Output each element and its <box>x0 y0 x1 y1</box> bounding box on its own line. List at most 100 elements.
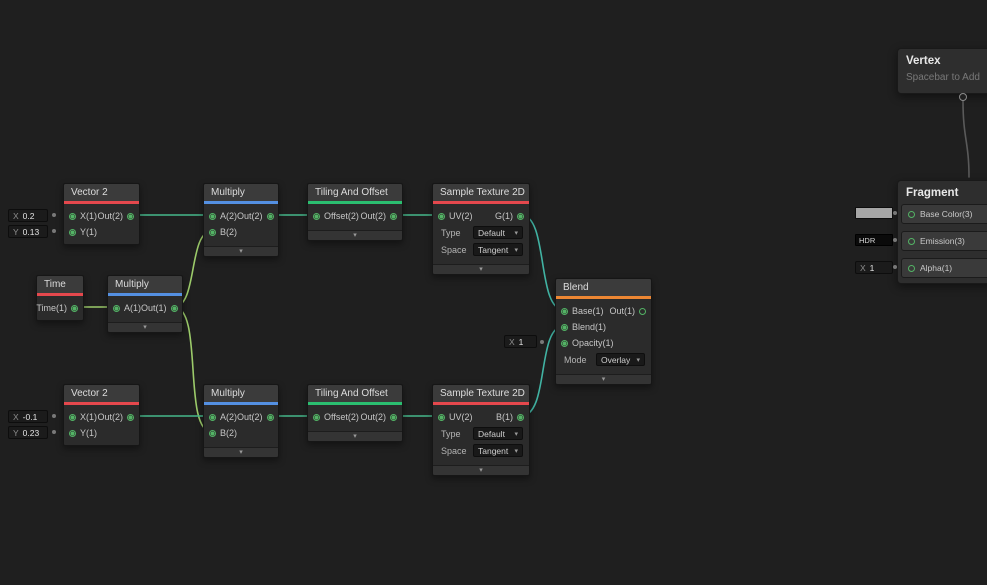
port-dot-icon[interactable] <box>390 212 397 220</box>
output-port-out[interactable]: Out(1) <box>141 303 178 313</box>
port-dot-icon[interactable] <box>209 228 216 236</box>
port-dot-icon[interactable] <box>517 413 524 421</box>
output-port-out[interactable]: Out(1) <box>609 306 646 316</box>
float-input-vec2bot-x[interactable]: X-0.1 <box>8 410 48 423</box>
node-vector2-top[interactable]: Vector 2 X(1) Out(2) Y(1) <box>63 183 140 245</box>
port-dot-icon[interactable] <box>908 237 915 245</box>
output-port-time[interactable]: Time(1) <box>36 303 78 313</box>
port-dot-icon[interactable] <box>313 413 320 421</box>
port-dot-icon[interactable] <box>908 264 915 272</box>
port-dot-icon[interactable] <box>209 212 216 220</box>
port-dot-icon[interactable] <box>113 304 120 312</box>
collapse-chevron-icon[interactable]: ▾ <box>204 447 278 457</box>
port-dot-icon[interactable] <box>438 413 445 421</box>
space-dropdown[interactable]: Tangent▾ <box>473 444 523 457</box>
input-port-opacity[interactable]: Opacity(1) <box>561 338 614 348</box>
node-time[interactable]: Time Time(1) <box>36 275 84 321</box>
input-port-a[interactable]: A(2) <box>209 211 237 221</box>
output-port-out[interactable]: Out(2) <box>97 211 134 221</box>
port-dot-icon[interactable] <box>209 413 216 421</box>
collapse-chevron-icon[interactable]: ▾ <box>204 246 278 256</box>
type-dropdown[interactable]: Default▾ <box>473 226 523 239</box>
port-dot-icon[interactable] <box>561 323 568 331</box>
port-dot-icon[interactable] <box>438 212 445 220</box>
node-tiling-offset-bottom[interactable]: Tiling And Offset Offset(2) Out(2) ▾ <box>307 384 403 442</box>
input-port-blend[interactable]: Blend(1) <box>561 322 606 332</box>
type-dropdown[interactable]: Default▾ <box>473 427 523 440</box>
mode-dropdown[interactable]: Overlay▾ <box>596 353 645 366</box>
node-blend[interactable]: Blend Base(1) Out(1) Blend(1) Opacity(1)… <box>555 278 652 385</box>
input-port-x[interactable]: X(1) <box>69 211 97 221</box>
port-dot-icon[interactable] <box>127 413 134 421</box>
node-vector2-bottom[interactable]: Vector 2 X(1) Out(2) Y(1) <box>63 384 140 446</box>
collapse-chevron-icon[interactable]: ▾ <box>308 431 402 441</box>
emission-hdr-field[interactable]: HDR <box>855 234 893 246</box>
node-multiply-bottom[interactable]: Multiply A(2) Out(2) B(2) ▾ <box>203 384 279 458</box>
port-dot-icon[interactable] <box>639 307 646 315</box>
port-dot-icon[interactable] <box>561 339 568 347</box>
collapse-chevron-icon[interactable]: ▾ <box>433 264 529 274</box>
block-base-color[interactable]: Base Color(3) <box>901 204 987 224</box>
input-port-base[interactable]: Base(1) <box>561 306 604 316</box>
node-color-strip <box>37 293 83 296</box>
port-dot-icon[interactable] <box>313 212 320 220</box>
output-port-out[interactable]: Out(2) <box>360 211 397 221</box>
node-tiling-offset-top[interactable]: Tiling And Offset Offset(2) Out(2) ▾ <box>307 183 403 241</box>
output-port-b[interactable]: B(1) <box>496 412 524 422</box>
port-dot-icon[interactable] <box>908 210 915 218</box>
collapse-chevron-icon[interactable]: ▾ <box>433 465 529 475</box>
space-dropdown[interactable]: Tangent▾ <box>473 243 523 256</box>
input-port-b[interactable]: B(2) <box>209 428 237 438</box>
input-port-x[interactable]: X(1) <box>69 412 97 422</box>
output-port-out[interactable]: Out(2) <box>97 412 134 422</box>
port-dot-icon[interactable] <box>69 228 76 236</box>
port-dot-icon[interactable] <box>266 212 274 220</box>
port-dot-icon[interactable] <box>69 413 76 421</box>
port-dot-icon[interactable] <box>390 413 397 421</box>
node-sample-texture-top[interactable]: Sample Texture 2D UV(2) G(1) Type Defaul… <box>432 183 530 275</box>
collapse-chevron-icon[interactable]: ▾ <box>556 374 651 384</box>
port-dot-icon[interactable] <box>561 307 568 315</box>
fragment-context[interactable]: Fragment Base Color(3) Emission(3) Alpha… <box>897 180 987 284</box>
port-dot-icon[interactable] <box>170 304 178 312</box>
output-port-g[interactable]: G(1) <box>495 211 524 221</box>
input-port-offset[interactable]: Offset(2) <box>313 412 359 422</box>
input-port-uv[interactable]: UV(2) <box>438 211 473 221</box>
chevron-down-icon: ▾ <box>514 229 518 237</box>
input-port-uv[interactable]: UV(2) <box>438 412 473 422</box>
block-alpha[interactable]: Alpha(1) <box>901 258 987 278</box>
input-port-a[interactable]: A(2) <box>209 412 237 422</box>
collapse-chevron-icon[interactable]: ▾ <box>308 230 402 240</box>
collapse-chevron-icon[interactable]: ▾ <box>108 322 182 332</box>
input-port-offset[interactable]: Offset(2) <box>313 211 359 221</box>
node-sample-texture-bottom[interactable]: Sample Texture 2D UV(2) B(1) Type Defaul… <box>432 384 530 476</box>
output-port-out[interactable]: Out(2) <box>360 412 397 422</box>
output-port-out[interactable]: Out(2) <box>237 211 274 221</box>
port-dot-icon[interactable] <box>71 304 78 312</box>
port-dot-icon[interactable] <box>69 212 76 220</box>
node-multiply-top[interactable]: Multiply A(2) Out(2) B(2) ▾ <box>203 183 279 257</box>
port-dot-icon[interactable] <box>127 212 134 220</box>
port-dot-icon[interactable] <box>69 429 76 437</box>
block-emission[interactable]: Emission(3) <box>901 231 987 251</box>
input-port-y[interactable]: Y(1) <box>69 227 97 237</box>
input-port-y[interactable]: Y(1) <box>69 428 97 438</box>
widget-connector-dot <box>52 229 56 233</box>
port-dot-icon[interactable] <box>209 429 216 437</box>
vertex-context[interactable]: Vertex Spacebar to Add <box>897 48 987 94</box>
port-dot-icon[interactable] <box>517 212 524 220</box>
base-color-swatch[interactable] <box>855 207 893 219</box>
input-port-b[interactable]: B(2) <box>209 227 237 237</box>
input-port-a[interactable]: A(1) <box>113 303 141 313</box>
node-title: Multiply <box>204 184 278 201</box>
node-multiply-mid[interactable]: Multiply A(1) Out(1) ▾ <box>107 275 183 333</box>
port-dot-icon[interactable] <box>266 413 274 421</box>
vertex-stack-port[interactable] <box>959 93 967 101</box>
output-port-out[interactable]: Out(2) <box>237 412 274 422</box>
